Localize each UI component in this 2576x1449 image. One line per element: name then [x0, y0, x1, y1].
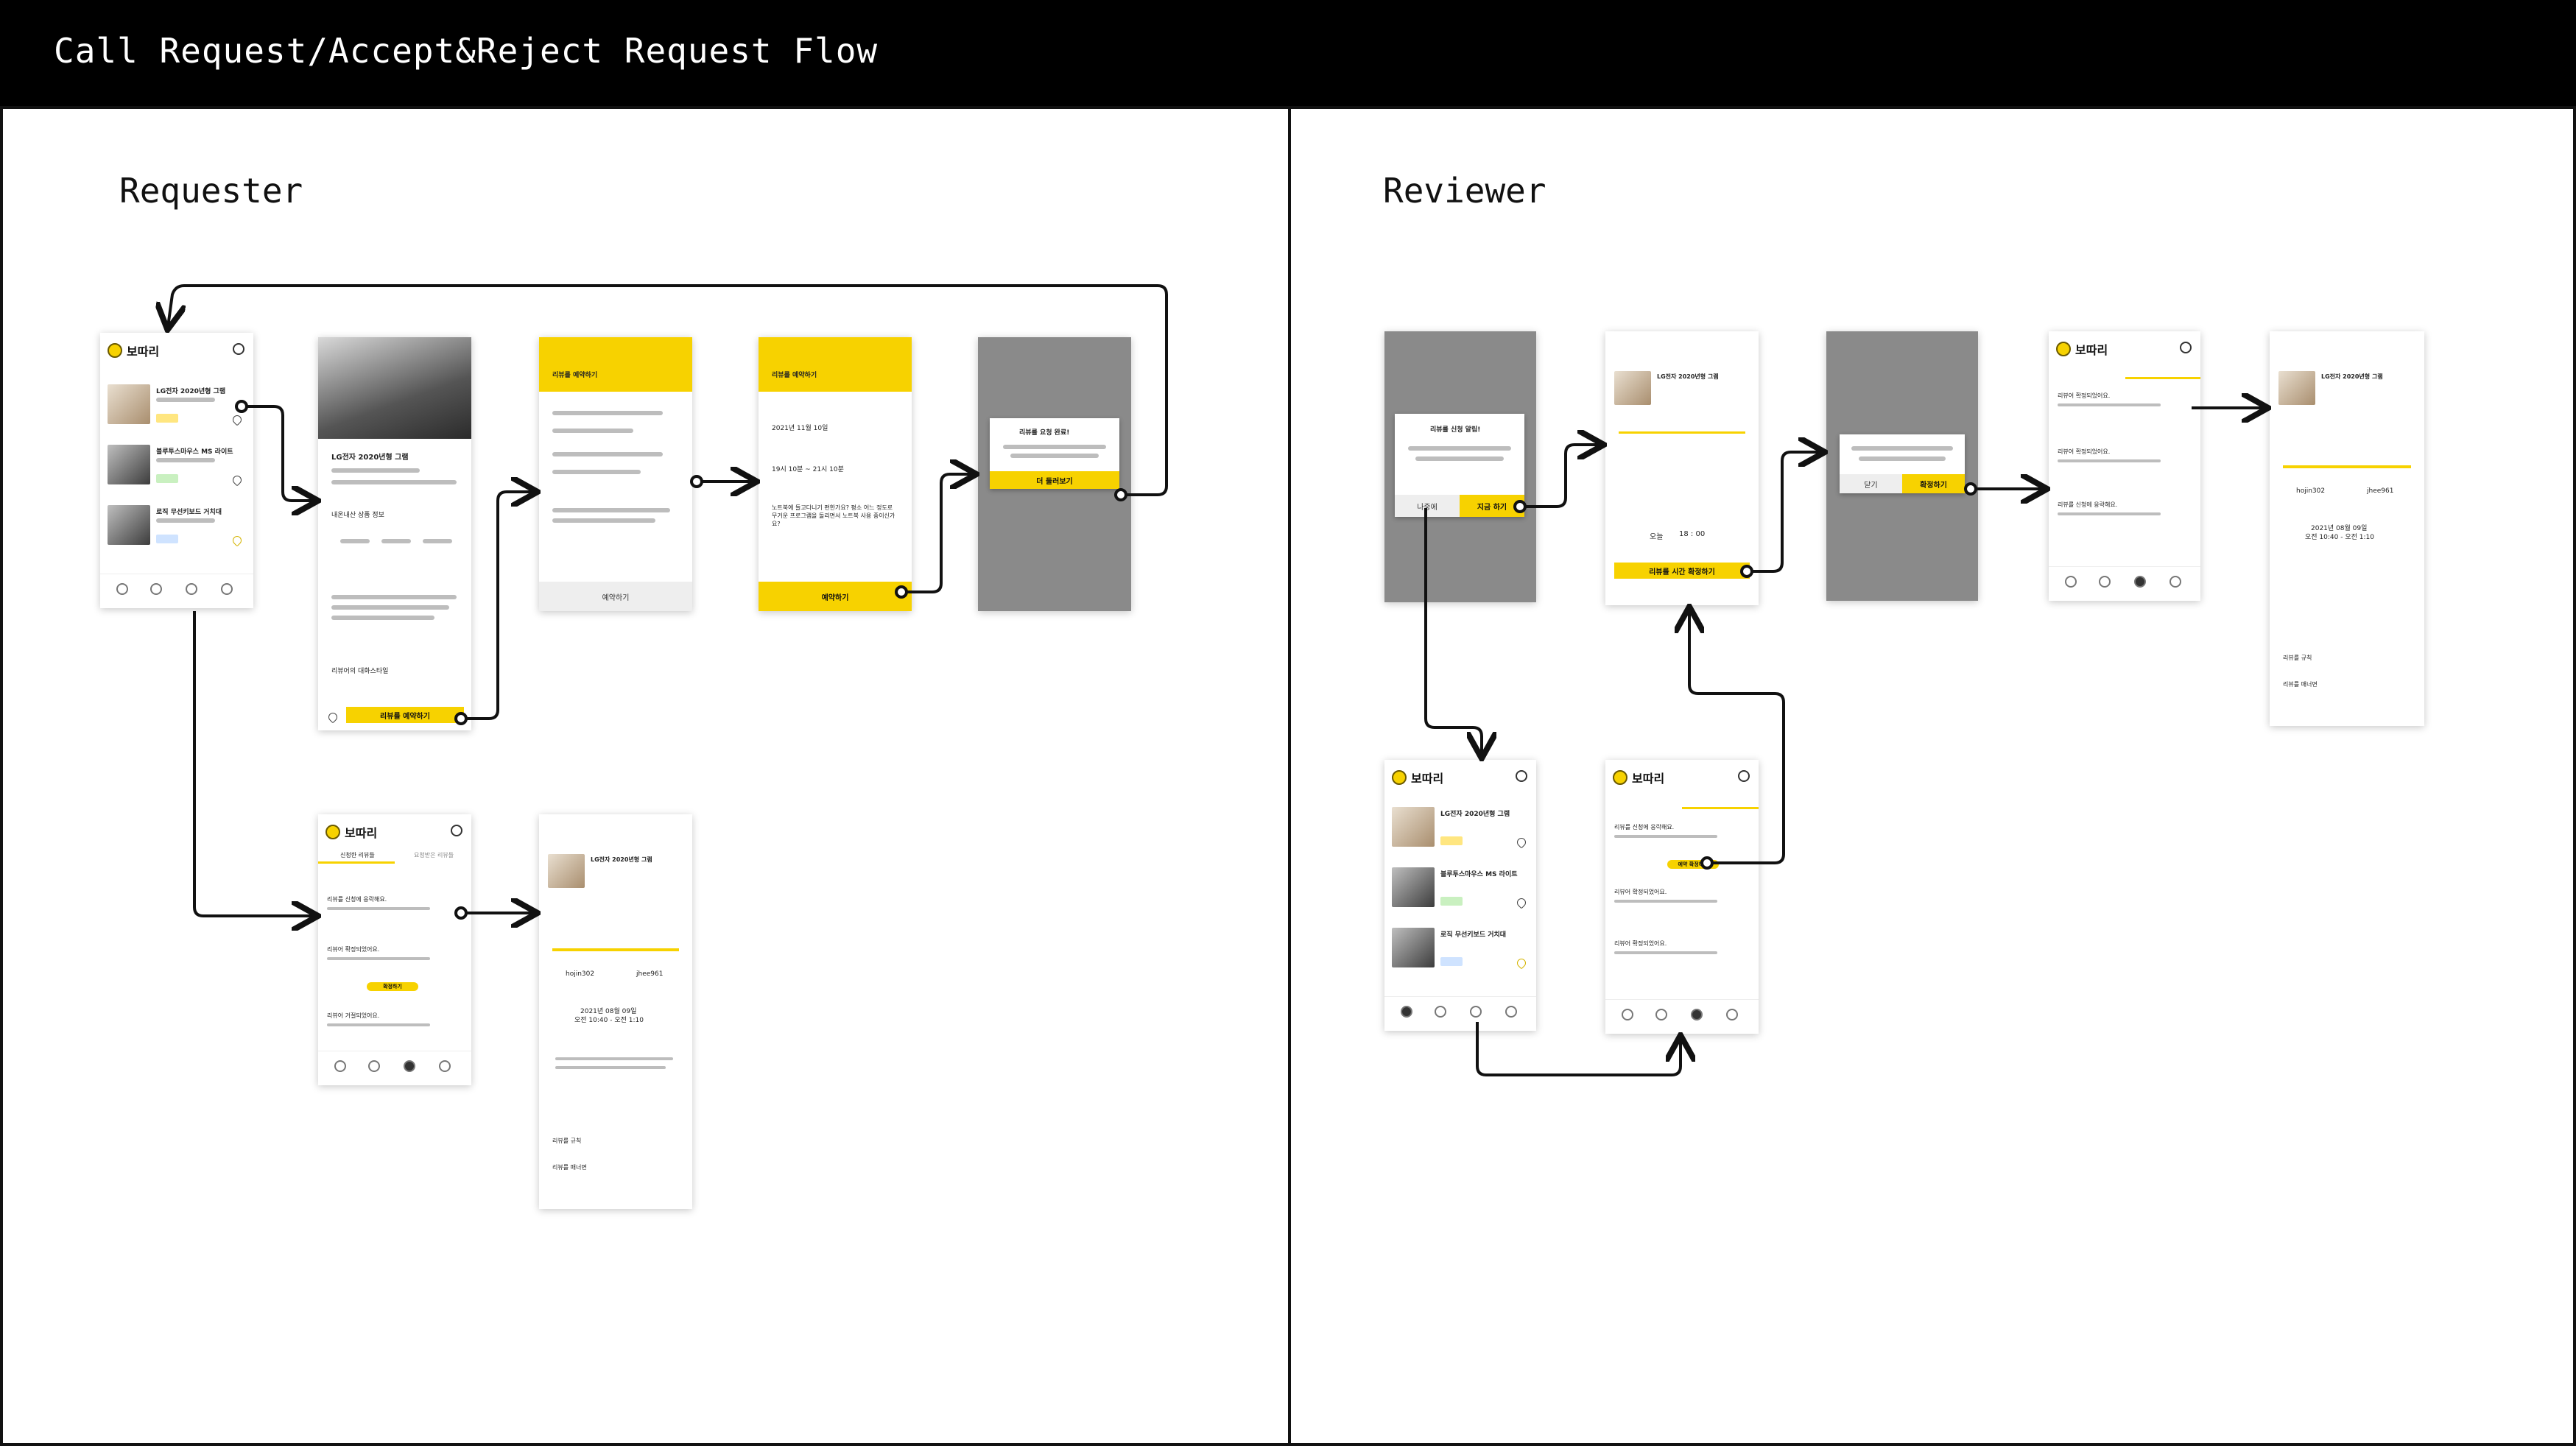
flow-arrow	[1477, 1022, 1681, 1075]
flow-arrow	[1747, 452, 1822, 571]
flow-start-dot	[691, 476, 702, 487]
flow-arrow	[243, 406, 315, 501]
flow-start-dot	[236, 401, 247, 412]
flow-arrow	[1520, 445, 1601, 507]
flow-start-dot	[1116, 490, 1126, 500]
flow-arrow	[901, 474, 974, 592]
flow-start-dot	[896, 587, 907, 597]
flow-arrow	[461, 492, 535, 719]
flow-start-dot	[456, 713, 466, 724]
flow-start-dot	[1515, 501, 1525, 512]
flow-start-dot	[456, 908, 466, 918]
flow-start-dot	[1742, 566, 1752, 577]
flow-arrow	[194, 611, 315, 916]
flow-arrow	[1689, 610, 1784, 863]
flow-arrow	[168, 286, 1166, 495]
flow-start-dot	[1702, 858, 1712, 868]
flow-start-dot	[1966, 484, 1976, 494]
flow-arrow	[1426, 508, 1482, 755]
